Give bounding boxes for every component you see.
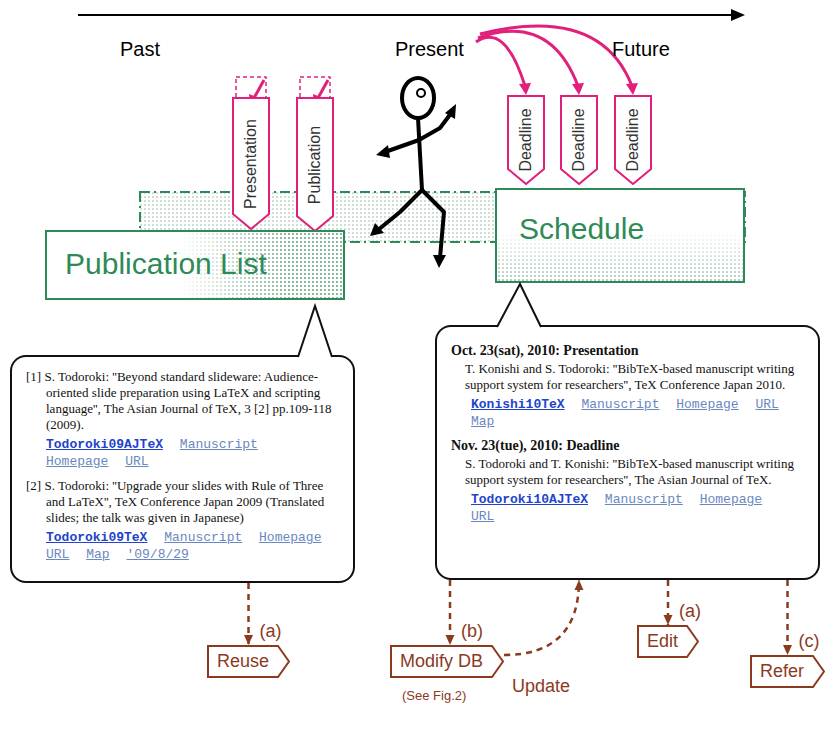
callout-box: Oct. 23(sat), 2010: Presentation T. Konis… xyxy=(435,325,820,580)
connector xyxy=(244,583,253,645)
connector xyxy=(504,580,583,655)
timeline-head xyxy=(731,9,745,21)
entry-text: [1] S. Todoroki: ''Beyond standard slide… xyxy=(26,369,341,433)
entry-text: S. Todoroki and T. Konishi: ''BibTeX-bas… xyxy=(451,456,806,488)
pink-arrow-head xyxy=(519,83,531,95)
link: '09/8/29 xyxy=(126,546,188,563)
arrow-head xyxy=(244,635,253,645)
callout-tail xyxy=(497,284,541,327)
arrow-outline xyxy=(208,646,289,677)
link: Manuscript xyxy=(581,396,659,413)
link: Map xyxy=(471,413,494,430)
callout-tail xyxy=(497,284,541,328)
timeline-band: Publication List xyxy=(45,230,345,300)
connector xyxy=(783,580,792,655)
timeline-axis xyxy=(78,14,735,16)
tag-outline xyxy=(615,96,651,184)
link: URL xyxy=(125,453,148,470)
pink-arrow-head xyxy=(626,83,638,95)
edge-label: Update xyxy=(510,676,572,697)
link: URL xyxy=(756,396,779,413)
pink-arrow xyxy=(254,80,264,98)
callout-box: [1] S. Todoroki: ''Beyond standard slide… xyxy=(10,355,355,583)
action-arrow: Modify DB xyxy=(390,645,504,678)
tag-label: Deadline xyxy=(560,95,598,185)
pink-arrow xyxy=(478,31,578,86)
bib-key-link: Todoroki09TeX xyxy=(46,529,147,546)
link: Manuscript xyxy=(180,436,258,453)
tag-outline xyxy=(508,96,544,184)
link: Manuscript xyxy=(605,491,683,508)
link: Map xyxy=(86,546,109,563)
link: Homepage xyxy=(700,491,762,508)
note: (See Fig.2) xyxy=(402,688,466,703)
dashed-line xyxy=(786,580,789,655)
timeline-band: Schedule xyxy=(495,188,745,283)
arrow-outline xyxy=(391,646,503,677)
tag-label: Presentation xyxy=(232,97,270,230)
callout-tail xyxy=(298,306,332,358)
bib-key-link: Konishi10TeX xyxy=(471,396,565,413)
arrow-outline xyxy=(638,626,698,657)
link: URL xyxy=(46,546,69,563)
link-row: Todoroki10AJTeX Manuscript Homepage URL xyxy=(451,491,806,525)
bib-key-link: Todoroki10AJTeX xyxy=(471,491,588,508)
arrow-head xyxy=(575,580,584,590)
arrow-head xyxy=(446,635,455,645)
tag-outline xyxy=(297,98,333,231)
action-arrow: Edit xyxy=(637,625,699,658)
edge-label: (a) xyxy=(677,601,703,622)
link: Manuscript xyxy=(164,529,242,546)
entry-heading: Oct. 23(sat), 2010: Presentation xyxy=(451,343,806,359)
time-label: Past xyxy=(120,38,160,61)
action-text: Refer xyxy=(760,661,805,682)
tag-label: Deadline xyxy=(614,95,652,185)
action-arrow: Reuse xyxy=(207,645,290,678)
tag-label: Deadline xyxy=(507,95,545,185)
link-row: Konishi10TeX Manuscript Homepage URL Map xyxy=(451,396,806,430)
tag-text: Presentation xyxy=(242,119,260,209)
tag-text: Deadline xyxy=(624,108,642,171)
action-arrow: Refer xyxy=(750,655,825,688)
tag-text: Deadline xyxy=(570,108,588,171)
figure-arrow-heads xyxy=(370,104,456,268)
action-text: Edit xyxy=(647,631,679,652)
link: Homepage xyxy=(259,529,321,546)
dashed-line xyxy=(504,580,579,655)
tag-label: Publication xyxy=(296,97,334,232)
band-title: Publication List xyxy=(65,247,343,281)
stick-figure xyxy=(378,78,452,258)
arrow-outline xyxy=(751,656,824,687)
link-row: Todoroki09AJTeX Manuscript Homepage URL xyxy=(26,436,341,470)
action-text: Reuse xyxy=(217,651,270,672)
action-text: Modify DB xyxy=(400,651,484,672)
tag-text: Deadline xyxy=(517,108,535,171)
time-label: Future xyxy=(612,38,670,61)
entry-heading: Nov. 23(tue), 2010: Deadline xyxy=(451,438,806,454)
pink-arrow-head xyxy=(572,83,584,95)
entry-text: T. Konishi and S. Todoroki: ''BibTeX-bas… xyxy=(451,361,806,393)
arrow-head xyxy=(664,615,673,625)
tag-outline xyxy=(233,98,269,229)
callout-tail xyxy=(298,306,332,357)
band-title: Schedule xyxy=(519,212,743,246)
link-row: Todoroki09TeX Manuscript Homepage URL Ma… xyxy=(26,529,341,563)
tag-text: Publication xyxy=(306,125,324,203)
arrow-head xyxy=(783,645,792,655)
edge-label: (a) xyxy=(258,621,284,642)
link: Homepage xyxy=(676,396,738,413)
entry-text: [2] S. Todoroki: ''Upgrade your slides w… xyxy=(26,478,341,526)
edge-label: (b) xyxy=(459,621,485,642)
link: URL xyxy=(471,508,494,525)
connector xyxy=(446,580,455,645)
link: Homepage xyxy=(46,453,108,470)
connector xyxy=(664,580,673,625)
bib-key-link: Todoroki09AJTeX xyxy=(46,436,163,453)
tag-outline xyxy=(561,96,597,184)
pink-arrow xyxy=(476,37,525,86)
pink-arrow xyxy=(480,26,632,86)
time-label: Present xyxy=(395,38,464,61)
pink-arrow xyxy=(318,80,328,98)
edge-label: (c) xyxy=(797,631,822,652)
